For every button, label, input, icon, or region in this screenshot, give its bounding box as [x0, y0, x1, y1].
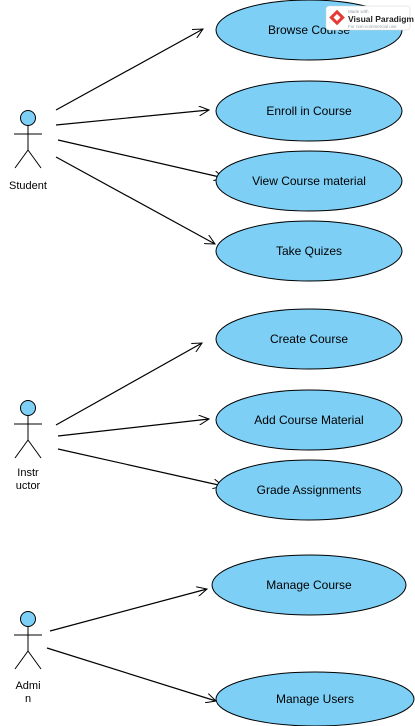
actor-student[interactable]: Student	[9, 110, 47, 193]
use-case-ellipse	[215, 389, 403, 451]
use-case-ellipse	[215, 308, 403, 370]
use-case-label: Create Course	[270, 332, 348, 346]
use-case-ellipse	[215, 80, 403, 142]
watermark-made-with: Made with	[348, 9, 369, 14]
stick-figure-icon	[14, 611, 42, 670]
watermark-license: For non-commercial use	[348, 24, 397, 29]
association-student-to-view-course-material	[57, 139, 224, 178]
use-case-add-course-material[interactable]: Add Course Material	[215, 389, 403, 451]
use-case-enroll-in-course[interactable]: Enroll in Course	[215, 80, 403, 142]
use-case-ellipse	[215, 150, 403, 212]
use-case-label: Enroll in Course	[266, 104, 352, 118]
use-case-manage-users[interactable]: Manage Users	[215, 671, 415, 726]
use-case-label: Grade Assignments	[257, 483, 362, 497]
use-case-create-course[interactable]: Create Course	[215, 308, 403, 370]
association-admin-to-manage-course	[49, 589, 207, 632]
association-admin-to-manage-users	[46, 647, 216, 701]
actor-label: uctor	[16, 480, 41, 492]
association-lines	[46, 29, 224, 701]
use-case-label: Take Quizes	[276, 244, 342, 258]
visual-paradigm-watermark: Made with Visual Paradigm For non-commer…	[325, 5, 414, 31]
use-case-label: View Course material	[252, 174, 366, 188]
use-case-label: Manage Course	[266, 578, 352, 592]
use-case-take-quizes[interactable]: Take Quizes	[215, 220, 403, 282]
use-case-label: Manage Users	[276, 692, 354, 706]
use-case-manage-course[interactable]: Manage Course	[211, 554, 407, 616]
use-case-grade-assignments[interactable]: Grade Assignments	[215, 459, 403, 521]
stick-figure-icon	[14, 400, 42, 459]
actor-label: n	[25, 693, 31, 705]
association-instructor-to-add-course-material	[57, 419, 209, 437]
association-student-to-take-quizes	[55, 156, 215, 244]
use-case-ellipse	[215, 220, 403, 282]
use-case-ellipse	[215, 671, 415, 726]
association-instructor-to-create-course	[55, 343, 202, 426]
association-student-to-browse-course	[55, 29, 203, 111]
watermark-brand: Visual Paradigm	[348, 14, 414, 24]
stick-figure-icon	[14, 110, 42, 169]
association-student-to-enroll-in-course	[55, 110, 209, 126]
actor-label: Admi	[15, 680, 40, 692]
association-instructor-to-grade-assignments	[57, 448, 223, 486]
use-case-ellipse	[215, 459, 403, 521]
actor-label: Instr	[17, 467, 39, 479]
use-case-view-course-material[interactable]: View Course material	[215, 150, 403, 212]
actor-label: Student	[9, 180, 47, 192]
use-case-label: Add Course Material	[254, 413, 363, 427]
use-case-ellipse	[211, 554, 407, 616]
